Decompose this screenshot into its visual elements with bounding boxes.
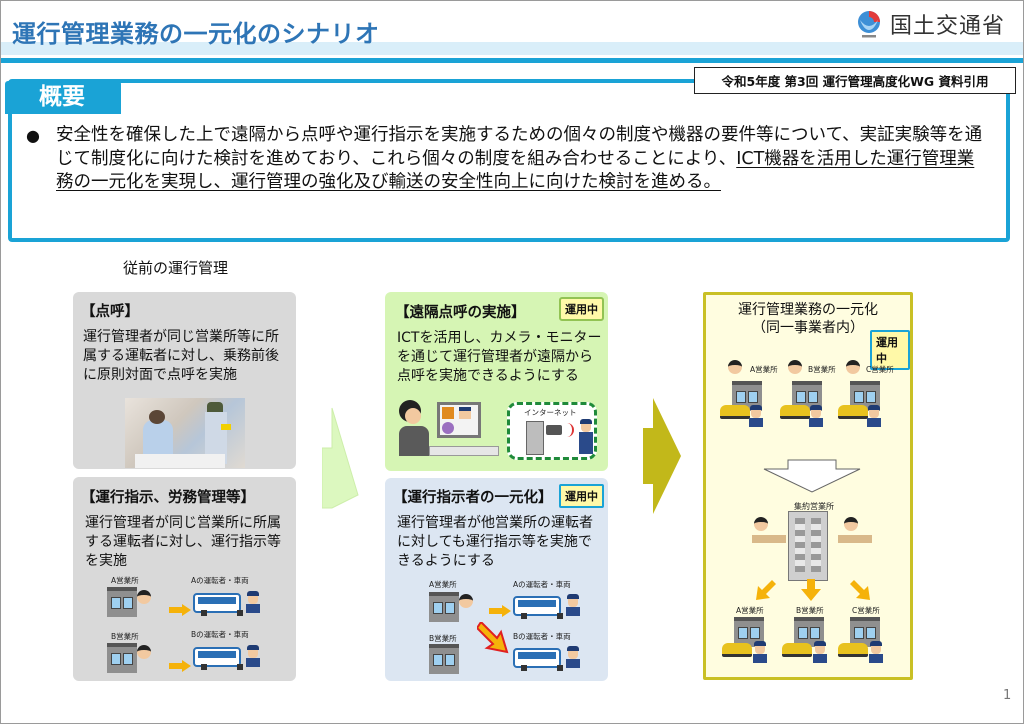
- unify-body: 運行管理者が他営業所の運転者に対しても運行指示等を実施できるようにする: [397, 515, 593, 569]
- driver-icon: [245, 645, 261, 667]
- tenko-photo: [125, 398, 245, 468]
- office-label: C営業所: [852, 606, 880, 615]
- manager-icon: [754, 517, 768, 531]
- title-underline: [1, 58, 1023, 63]
- instruction-title: 【運行指示、労務管理等】: [81, 490, 255, 506]
- panel-remote-tenko: 【遠隔点呼の実施】 運用中 ICTを活用し、カメラ・モニターを通じて運行管理者が…: [385, 292, 608, 471]
- mlit-logo-icon: [858, 11, 880, 38]
- internet-label: インターネット: [524, 408, 577, 417]
- office-a-label: A営業所: [111, 576, 139, 585]
- arrow-right-icon: [169, 601, 191, 616]
- office-label: B営業所: [796, 606, 824, 615]
- taxi-icon: [720, 405, 750, 419]
- remote-site-box: インターネット: [507, 402, 597, 460]
- office-building-icon: [792, 381, 822, 411]
- driver-icon: [578, 419, 594, 454]
- panel-unify: 【運行指示者の一元化】 運用中 運行管理者が他営業所の運転者に対しても運行指示等…: [385, 478, 608, 681]
- remote-body: ICTを活用し、カメラ・モニターを通じて運行管理者が遠隔から点呼を実施できるよう…: [397, 330, 602, 384]
- ministry-logo: 国土交通省: [856, 8, 1005, 40]
- manager-icon: [846, 360, 860, 374]
- taxi-icon: [838, 405, 868, 419]
- source-note: 令和5年度 第3回 運行管理高度化WG 資料引用: [694, 67, 1016, 94]
- transition-arrow-2-icon: [643, 398, 681, 514]
- manager-icon: [728, 360, 742, 374]
- office-a-label: A営業所: [429, 580, 457, 589]
- bus-icon: [193, 593, 243, 616]
- driver-b-label: Bの運転者・車両: [513, 632, 571, 641]
- driver-a-label: Aの運転者・車両: [513, 580, 571, 589]
- summary-text: ● 安全性を確保した上で遠隔から点呼や運行指示を実施するための個々の制度や機器の…: [26, 124, 990, 195]
- arrow-down-icon: [801, 579, 821, 601]
- remote-title: 【遠隔点呼の実施】: [395, 305, 526, 321]
- summary-box: [8, 79, 1010, 242]
- taxi-icon: [780, 405, 810, 419]
- taxi-icon: [838, 643, 868, 657]
- manager-icon: [137, 645, 151, 659]
- transition-arrow-1-icon: [322, 407, 359, 509]
- taxi-icon: [782, 643, 812, 657]
- bus-icon: [513, 596, 563, 619]
- page-title: 運行管理業務の一元化のシナリオ: [12, 20, 380, 48]
- page-number: 1: [1003, 688, 1012, 703]
- driver-icon: [748, 405, 764, 427]
- summary-tab: 概要: [5, 81, 121, 114]
- office-a-building-icon: [429, 592, 459, 622]
- diagonal-arrow-icon: [477, 622, 509, 654]
- driver-icon: [245, 591, 261, 613]
- office-b-building-icon: [429, 644, 459, 674]
- panel-instruction: 【運行指示、労務管理等】 運行管理者が同じ営業所に所属する運転者に対し、運行指示…: [73, 477, 296, 681]
- arrow-down-right-icon: [850, 580, 870, 600]
- bullet-icon: ●: [26, 126, 40, 145]
- bus-icon: [193, 647, 243, 670]
- status-badge: 運用中: [559, 484, 604, 508]
- office-b-building-icon: [107, 643, 137, 673]
- office-label: A営業所: [736, 606, 764, 615]
- driver-icon: [812, 641, 828, 663]
- panel-unified-management: 運行管理業務の一元化 （同一事業者内） 運用中 A営業所 B営業所 C営業所 集…: [703, 292, 913, 680]
- panel-tenko: 【点呼】 運行管理者が同じ営業所等に所属する運転者に対し、乗務前後に原則対面で点…: [73, 292, 296, 469]
- office-label: C営業所: [866, 365, 894, 374]
- previous-label: 従前の運行管理: [123, 259, 229, 277]
- unified-title: 運行管理業務の一元化 （同一事業者内）: [706, 301, 910, 337]
- instruction-body: 運行管理者が同じ営業所に所属する運転者に対し、運行指示等を実施: [85, 515, 281, 569]
- arrow-right-icon: [169, 657, 191, 672]
- down-arrow-icon: [763, 459, 861, 493]
- driver-icon: [565, 594, 581, 616]
- center-building-icon: [788, 511, 828, 581]
- status-badge: 運用中: [559, 297, 604, 321]
- office-building-icon: [734, 617, 764, 647]
- tenko-title: 【点呼】: [81, 304, 139, 320]
- arrow-right-icon: [489, 602, 511, 617]
- office-label: A営業所: [750, 365, 778, 374]
- center-office-label: 集約営業所: [794, 502, 834, 511]
- driver-icon: [868, 641, 884, 663]
- manager-icon: [788, 360, 802, 374]
- manager-icon: [844, 517, 858, 531]
- title-band: [1, 42, 1023, 55]
- driver-b-label: Bの運転者・車両: [191, 630, 249, 639]
- driver-icon: [565, 646, 581, 668]
- office-a-building-icon: [107, 587, 137, 617]
- driver-icon: [808, 405, 824, 427]
- unified-title-line1: 運行管理業務の一元化: [738, 302, 878, 318]
- operator-illustration: [399, 400, 499, 462]
- tenko-body: 運行管理者が同じ営業所等に所属する運転者に対し、乗務前後に原則対面で点呼を実施: [83, 329, 279, 383]
- driver-a-label: Aの運転者・車両: [191, 576, 249, 585]
- office-b-label: B営業所: [429, 634, 457, 643]
- taxi-icon: [722, 643, 752, 657]
- summary-underlined: ICT機器を活用した運行管理業務の一元化を実現し、運行管理の強化及び輸送の安全性…: [56, 148, 975, 193]
- status-badge: 運用中: [870, 330, 910, 370]
- office-label: B営業所: [808, 365, 836, 374]
- manager-icon: [459, 594, 473, 608]
- bus-icon: [513, 648, 563, 671]
- ministry-name: 国土交通省: [890, 14, 1006, 39]
- summary-plain: 安全性を確保した上で遠隔から点呼や運行指示を実施するための個々の制度や機器の要件…: [56, 125, 983, 169]
- unified-title-line2: （同一事業者内）: [752, 320, 864, 336]
- office-b-label: B営業所: [111, 632, 139, 641]
- manager-icon: [137, 590, 151, 604]
- driver-icon: [752, 641, 768, 663]
- arrow-down-left-icon: [756, 580, 776, 600]
- unify-title: 【運行指示者の一元化】: [393, 490, 553, 506]
- driver-icon: [866, 405, 882, 427]
